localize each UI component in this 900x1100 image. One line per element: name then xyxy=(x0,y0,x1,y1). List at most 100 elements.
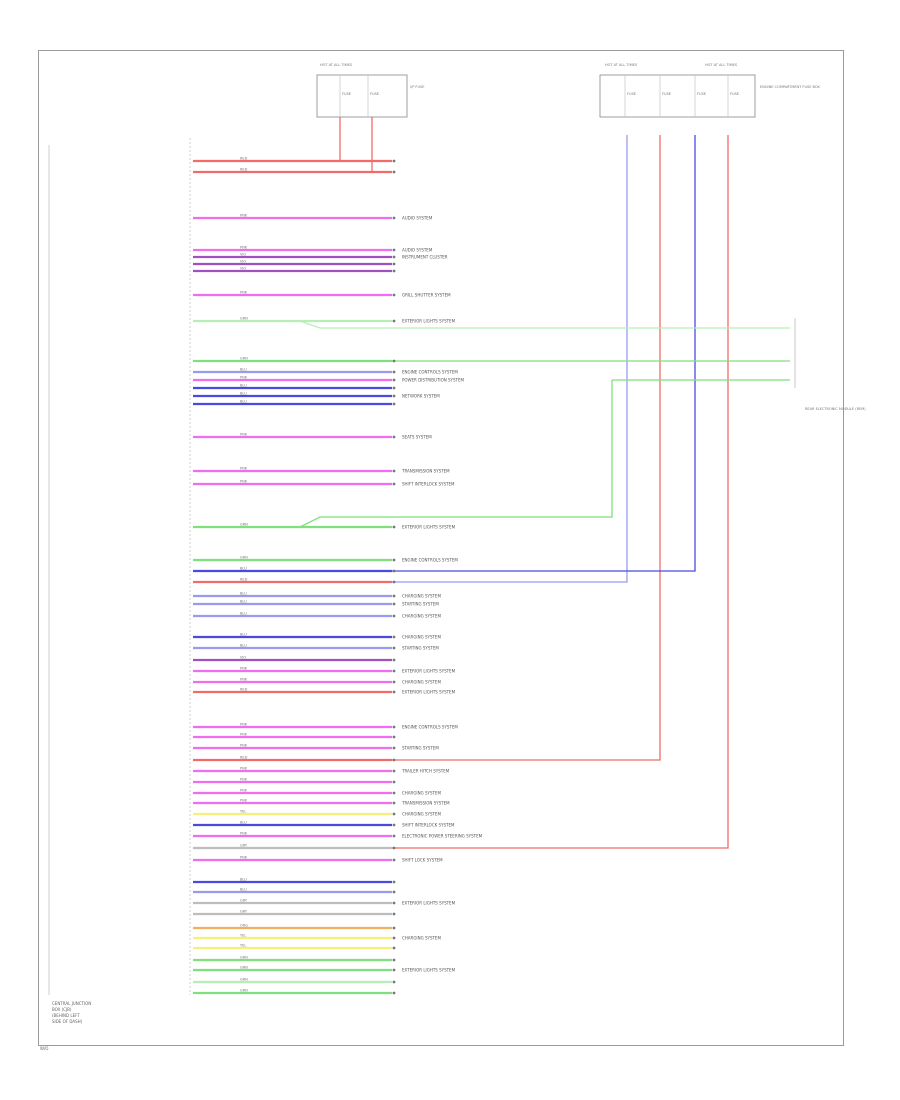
wire-label-30: RED xyxy=(240,688,248,692)
wire-terminal-26 xyxy=(392,646,396,650)
fuse-box-left-title: HOT AT ALL TIMES xyxy=(320,63,353,67)
wire-label-19: GRN xyxy=(240,556,248,560)
wire-label-29: PNK xyxy=(240,678,248,682)
wire-destination-2: AUDIO SYSTEM xyxy=(402,216,433,221)
wire-destination-31: ENGINE CONTROLS SYSTEM xyxy=(402,725,458,730)
wire-terminal-2 xyxy=(392,216,396,220)
wire-label-3: PNK xyxy=(240,246,248,250)
fuse-left-1: FUSE xyxy=(342,92,351,96)
feed-green-4 xyxy=(193,380,613,528)
wire-label-4: VIO xyxy=(240,253,246,257)
fuse-box-right: HOT AT ALL TIMES HOT AT ALL TIMES FUSE F… xyxy=(599,63,820,118)
wire-destination-49: CHARGING SYSTEM xyxy=(402,936,441,941)
wire-terminal-8 xyxy=(392,319,396,323)
wire-destination-28: EXTERIOR LIGHTS SYSTEM xyxy=(402,669,456,674)
wire-terminal-6 xyxy=(392,269,396,273)
fuse-box-left-side: I/P FUSE xyxy=(410,85,424,89)
feed-red-right xyxy=(193,135,661,761)
wire-destination-23: STARTING SYSTEM xyxy=(402,602,439,607)
wire-destination-26: STARTING SYSTEM xyxy=(402,646,439,651)
wire-label-13: BLU xyxy=(240,392,247,396)
fuse-left-2: FUSE xyxy=(370,92,379,96)
wire-terminal-15 xyxy=(392,435,396,439)
wire-label-20: BLU xyxy=(240,567,247,571)
wire-terminal-19 xyxy=(392,558,396,562)
module-label-4: SIDE OF DASH) xyxy=(52,1019,83,1024)
wire-label-14: BLU xyxy=(240,400,247,404)
wire-terminal-42 xyxy=(392,846,396,850)
ground-label: REAR ELECTRONIC MODULE (REM) xyxy=(805,407,866,411)
wire-destination-30: EXTERIOR LIGHTS SYSTEM xyxy=(402,690,456,695)
wire-destination-16: TRANSMISSION SYSTEM xyxy=(401,469,450,474)
feed-blue xyxy=(193,135,696,572)
wire-label-11: PNK xyxy=(240,376,248,380)
fuse-right-3: FUSE xyxy=(697,92,706,96)
feed-red-2 xyxy=(193,117,373,173)
wire-label-47: GRY xyxy=(240,910,248,914)
wire-terminal-47 xyxy=(392,912,396,916)
wire-destination-7: GRILL SHUTTER SYSTEM xyxy=(402,293,451,298)
wire-destination-39: CHARGING SYSTEM xyxy=(402,812,441,817)
wire-label-15: PNK xyxy=(240,433,248,437)
wire-destination-13: NETWORK SYSTEM xyxy=(402,394,440,399)
wire-label-22: BLU xyxy=(240,592,247,596)
wire-terminal-17 xyxy=(392,482,396,486)
fuse-box-left: HOT AT ALL TIMES FUSE FUSE I/P FUSE xyxy=(316,63,424,118)
wire-terminal-36 xyxy=(392,780,396,784)
wire-terminal-28 xyxy=(392,669,396,673)
wire-label-17: PNK xyxy=(240,480,248,484)
wire-label-24: BLU xyxy=(240,612,247,616)
wire-label-48: ORG xyxy=(240,924,248,928)
wire-terminal-53 xyxy=(392,980,396,984)
wire-terminal-39 xyxy=(392,812,396,816)
feed-lightblue xyxy=(193,135,628,583)
wire-label-5: VIO xyxy=(240,260,246,264)
wire-label-1: RED xyxy=(240,168,248,172)
fuse-right-2: FUSE xyxy=(662,92,671,96)
wire-terminal-27 xyxy=(392,658,396,662)
wire-label-6: VIO xyxy=(240,267,246,271)
wire-label-8: GRN xyxy=(240,317,248,321)
wire-label-23: BLU xyxy=(240,600,247,604)
wire-destination-29: CHARGING SYSTEM xyxy=(402,680,441,685)
wire-destination-22: CHARGING SYSTEM xyxy=(402,594,441,599)
wire-label-52: GRN xyxy=(240,966,248,970)
bottom-label: W/O xyxy=(40,1046,48,1051)
wire-terminal-13 xyxy=(392,394,396,398)
wire-terminal-23 xyxy=(392,602,396,606)
wire-terminal-43 xyxy=(392,858,396,862)
wire-label-38: PNK xyxy=(240,799,248,803)
wire-label-49: YEL xyxy=(240,934,246,938)
wire-terminal-37 xyxy=(392,791,396,795)
wire-destination-40: SHIFT INTERLOCK SYSTEM xyxy=(402,823,455,828)
module-label-3: (BEHIND LEFT xyxy=(52,1013,80,1018)
wire-destination-43: SHIFT LOCK SYSTEM xyxy=(402,858,443,863)
wire-terminal-10 xyxy=(392,370,396,374)
wire-destination-4: INSTRUMENT CLUSTER xyxy=(402,255,448,260)
fuse-box-right-title-1: HOT AT ALL TIMES xyxy=(605,63,638,67)
wire-destination-18: EXTERIOR LIGHTS SYSTEM xyxy=(402,525,456,530)
wire-label-31: PNK xyxy=(240,723,248,727)
wire-terminal-11 xyxy=(392,378,396,382)
wire-destination-8: EXTERIOR LIGHTS SYSTEM xyxy=(402,319,456,324)
wire-terminal-0 xyxy=(392,159,396,163)
wire-label-21: RED xyxy=(240,578,248,582)
wire-label-12: BLU xyxy=(240,384,247,388)
wire-label-54: GRN xyxy=(240,989,248,993)
wire-label-46: GRY xyxy=(240,899,248,903)
wire-terminal-25 xyxy=(392,635,396,639)
wire-terminal-49 xyxy=(392,936,396,940)
wire-terminal-54 xyxy=(392,991,396,995)
wire-label-16: PNK xyxy=(240,467,248,471)
wire-terminal-22 xyxy=(392,594,396,598)
wire-label-50: YEL xyxy=(240,944,246,948)
wire-label-42: GRY xyxy=(240,844,248,848)
wire-label-37: PNK xyxy=(240,789,248,793)
wire-terminal-41 xyxy=(392,834,396,838)
wire-terminal-1 xyxy=(392,170,396,174)
wire-terminal-45 xyxy=(392,890,396,894)
wire-terminal-21 xyxy=(392,580,396,584)
wire-label-39: YEL xyxy=(240,810,246,814)
